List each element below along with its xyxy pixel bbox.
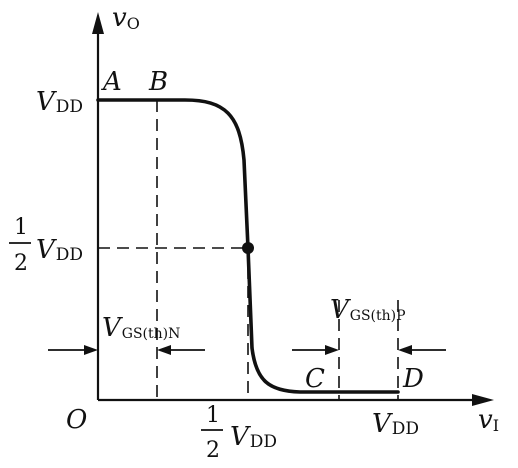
point-c-label: C [305,364,325,394]
vgs-p-right-arrowhead [398,345,412,355]
svg-text:2: 2 [14,251,28,276]
vgs-th-n-label: VGS(th)N [102,313,180,343]
svg-text:1: 1 [14,215,28,240]
x-vdd-label: VDD [372,409,419,439]
x-axis-label: vI [478,405,499,435]
point-d-label: D [402,364,424,394]
vgs-n-left-arrowhead [84,345,98,355]
point-a-label: A [101,67,122,97]
transfer-curve [96,98,400,394]
midpoint-dot [242,242,254,254]
svg-text:1: 1 [206,403,220,428]
y-axis-arrowhead [92,12,104,34]
vgs-th-p-label: VGS(th)P [330,295,406,325]
x-axis-arrowhead [472,394,494,406]
y-axis-label: vO [112,3,140,33]
y-vdd-label: VDD [36,87,83,117]
origin-label: O [66,405,87,435]
point-b-label: B [148,67,168,97]
vgs-n-right-arrowhead [157,345,171,355]
svg-text:VDD: VDD [36,235,83,265]
svg-text:2: 2 [206,438,220,463]
svg-text:VDD: VDD [230,422,277,452]
x-half-vdd-label: 1 2 VDD [201,403,277,463]
vgs-p-left-arrowhead [325,345,339,355]
y-half-vdd-label: 1 2 VDD [9,215,83,276]
